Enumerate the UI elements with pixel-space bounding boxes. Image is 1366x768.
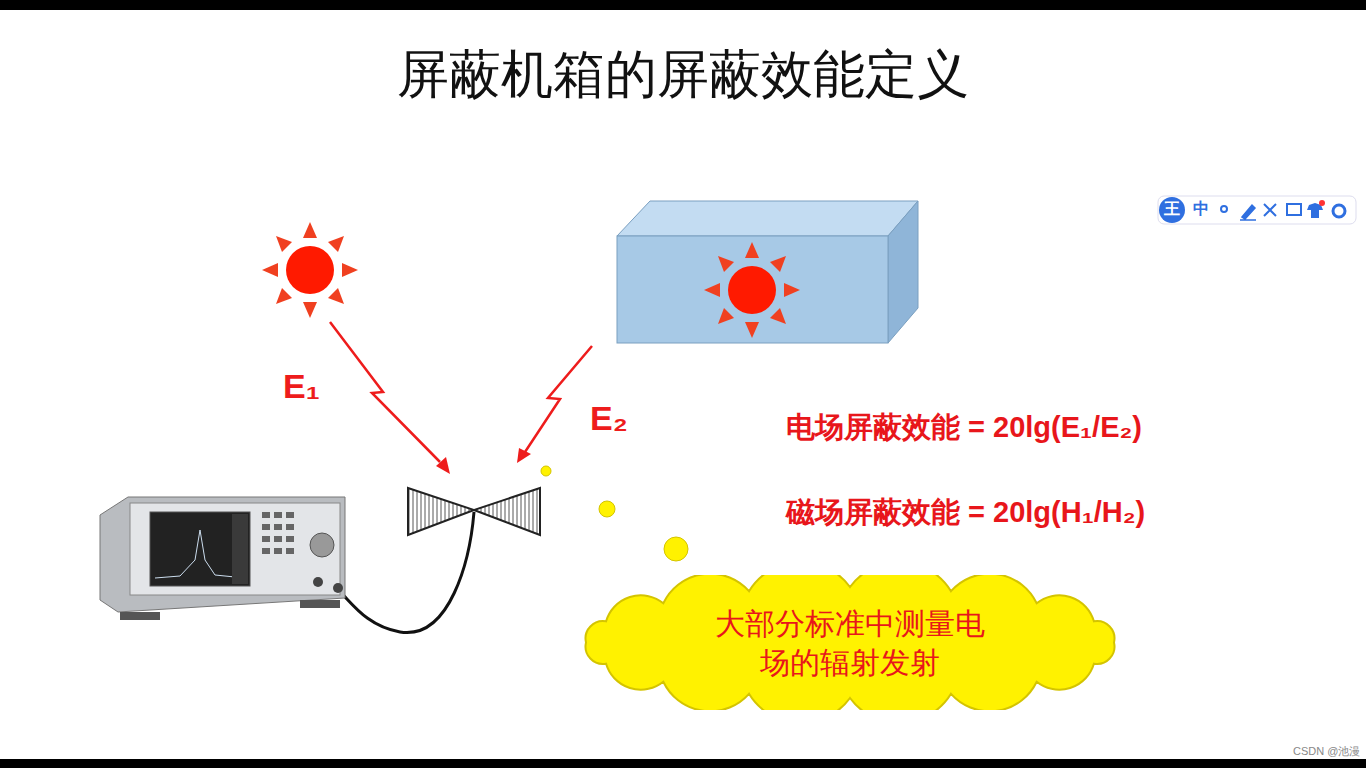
cloud-callout: 大部分标准中测量电场的辐射发射 (572, 575, 1128, 710)
ime-toolbar (1158, 196, 1356, 224)
bottom-bar (0, 759, 1366, 768)
watermark: CSDN @池漫 (1293, 745, 1360, 758)
top-bar (0, 0, 1366, 10)
thought-bubble (541, 466, 688, 561)
cable (338, 512, 474, 633)
ime-logo: 王 (1164, 199, 1180, 218)
ime-mode: 中 (1193, 199, 1209, 218)
callout-text: 大部分标准中测量电场的辐射发射 (705, 604, 995, 682)
inner-source (704, 242, 800, 338)
slide-title: 屏蔽机箱的屏蔽效能定义 (397, 40, 969, 110)
cloud-shape (572, 575, 1128, 710)
formula: 磁场屏蔽效能 = 20lg(H₁/H₂) (786, 495, 1145, 530)
emission-source (262, 222, 358, 318)
field-label: E₁ (283, 366, 320, 407)
radiation-arrow (330, 322, 592, 474)
shield-enclosure (617, 201, 918, 343)
field-label: E₂ (590, 398, 628, 439)
spectrum-analyzer (100, 497, 345, 620)
biconical-antenna (408, 488, 540, 535)
formula: 电场屏蔽效能 = 20lg(E₁/E₂) (786, 410, 1142, 445)
